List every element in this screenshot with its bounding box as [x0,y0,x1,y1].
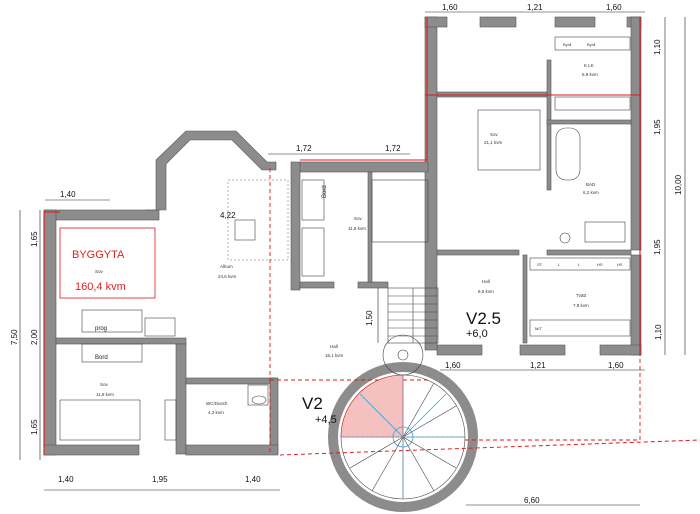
room-hallc-area: 16,1 kvm [325,353,344,358]
dim-left-1: 1,65 [30,231,39,247]
room-allrum-area: 24,6 kvm [218,274,237,279]
room-sovc-area: 11,8 kvm [348,226,366,231]
bord-center-label: Bord [322,185,328,198]
byra-2-label: Byrå [587,42,596,47]
room-allrum-name: Allrum [220,264,233,269]
st-label: ST [537,262,543,267]
hs-1-label: HS [597,262,603,267]
dim-right-4: 1,95 [653,239,662,255]
dim-top-1: 1,60 [442,3,458,12]
room-tvatt-area: 7,9 kvm [573,303,589,308]
room-hallr-name: Hall [482,279,490,284]
room-hallc-name: Hall [330,344,338,349]
room-klk-area: 5,9 kvm [582,72,598,77]
dim-left-3: 2,00 [30,329,39,345]
dim-left-top: 1,40 [60,190,76,199]
dim-right-1: 1,10 [653,39,662,55]
hs-2-label: HS [617,262,623,267]
dim-bottom-3: 1,40 [245,475,261,484]
dim-top-3: 1,60 [606,3,622,12]
dim-mid-2: 1,72 [385,144,401,153]
bord-left-label: Bord [95,355,108,361]
room-sovl2-name: Sov [100,382,109,387]
dim-right-3: 10,00 [674,174,683,195]
room-sovl1-name: Sov [95,269,104,274]
spiral-stair [340,334,466,500]
dim-mid-1: 1,72 [296,144,312,153]
furniture [59,36,631,441]
furniture-labels: Bord Bord prog Byrå Byrå ST L L HS HS M/… [95,42,623,361]
v2-label: V2 [302,394,323,413]
v25-level: +6,0 [466,328,488,340]
v25-label: V2.5 [466,309,501,328]
wm-label: M/T [535,326,542,331]
straight-stair [387,287,439,344]
byra-1-label: Byrå [563,42,572,47]
dim-bottom-2: 1,95 [152,475,168,484]
l-2-label: L [578,262,581,267]
dim-left-4: 1,65 [30,419,39,435]
dim-left-2: 7,50 [10,329,19,345]
room-tvatt-name: Tvätt [576,293,587,298]
room-sovl2-area: 11,9 kvm [96,392,114,397]
v2-level: +4,5 [315,414,337,426]
room-wc-name: WC/Dusch [206,401,228,406]
room-klk-name: K LK [584,63,594,68]
room-sovtop-name: Sov [490,132,499,137]
room-sovc-name: Sov [354,216,363,221]
dim-right-5: 1,10 [654,324,663,340]
room-sovtop-area: 21,1 kvm [484,140,503,145]
annotations: BYGGYTA 160,4 kvm V2.5 +6,0 V2 +4,5 [72,249,501,426]
dim-stair-height: 1,50 [365,310,374,326]
byggyta-label: BYGGYTA [72,249,125,261]
dim-left-width: 4,22 [220,211,236,220]
dimension-lines [19,11,686,506]
room-bad-area: 6,2 kvm [583,190,599,195]
dim-bottom-1: 1,40 [58,475,74,484]
byggyta-area: 160,4 kvm [75,281,126,293]
dim-right-2: 1,95 [653,119,662,135]
room-bad-name: BAD [586,182,596,187]
dim-rb-1: 1,60 [445,361,461,370]
dim-far-bottom: 6,60 [524,496,540,505]
room-hallr-area: 8,6 kvm [478,289,494,294]
dimension-labels: 1,60 1,21 1,60 1,72 1,72 1,40 4,22 1,50 … [10,3,683,505]
dim-top-2: 1,21 [527,3,543,12]
room-wc-area: 4,3 kvm [208,410,224,415]
room-labels: K LK 5,9 kvm Sov 21,1 kvm BAD 6,2 kvm So… [95,63,599,415]
prog-label: prog [95,326,107,332]
dim-rb-3: 1,60 [608,361,624,370]
dim-rb-2: 1,21 [530,361,546,370]
l-1-label: L [558,262,561,267]
